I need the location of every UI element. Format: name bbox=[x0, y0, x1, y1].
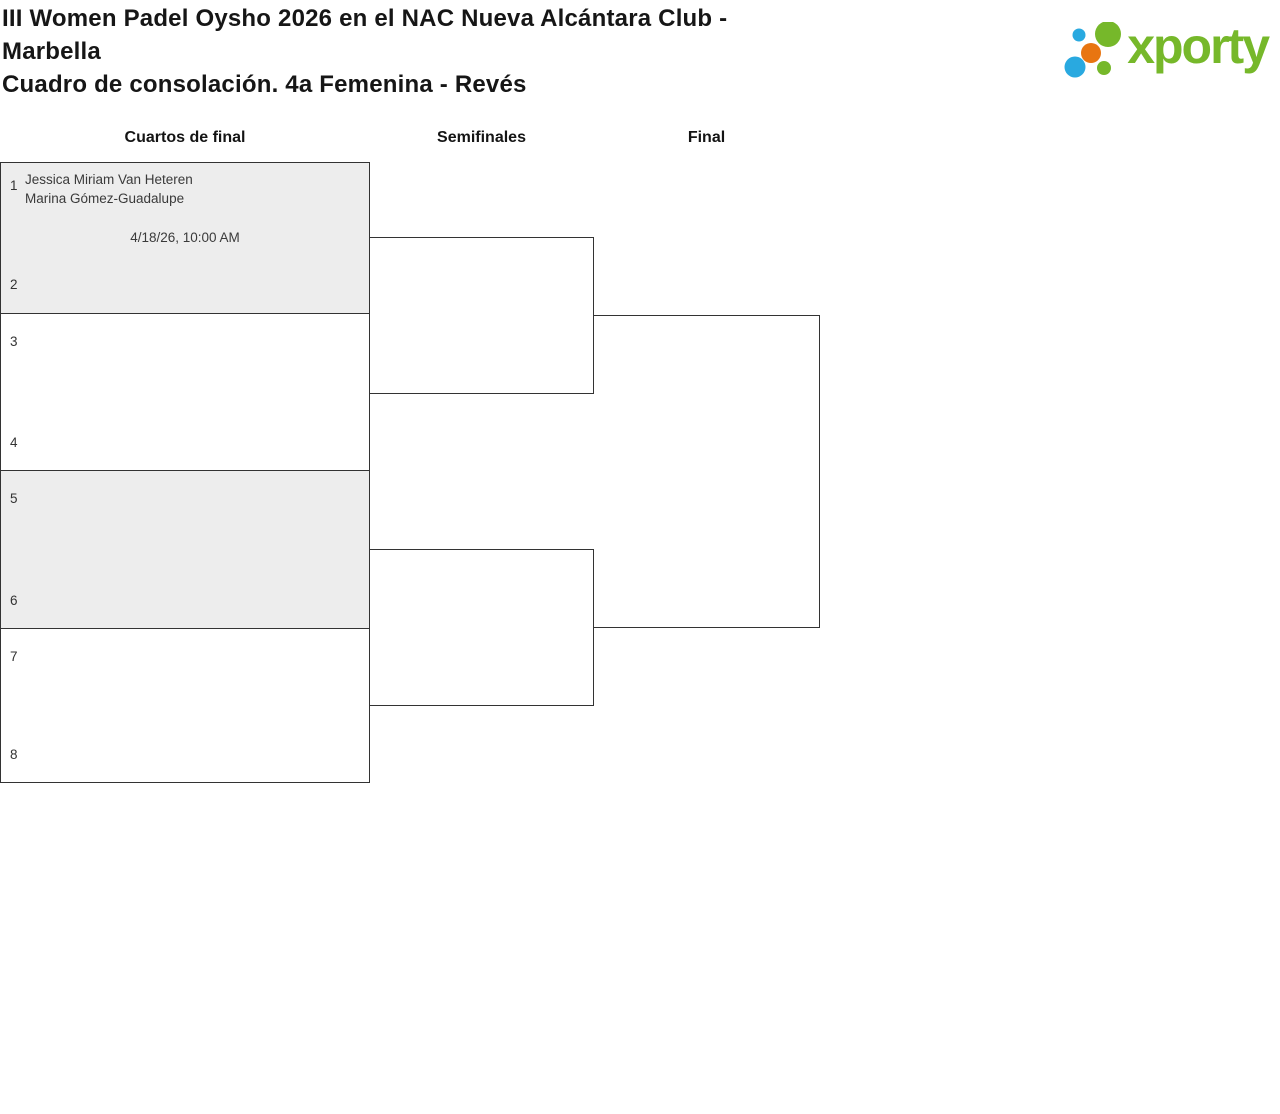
page-header: III Women Padel Oysho 2026 en el NAC Nue… bbox=[2, 2, 792, 101]
player-name: Jessica Miriam Van Heteren bbox=[25, 172, 193, 187]
match-datetime: 4/18/26, 10:00 AM bbox=[130, 230, 240, 245]
match-box-qf4[interactable]: 7 8 bbox=[0, 628, 370, 783]
xporty-logo[interactable]: xporty bbox=[1061, 16, 1270, 80]
seed-number: 3 bbox=[10, 334, 18, 349]
seed-number: 7 bbox=[10, 649, 18, 664]
team-names[interactable]: Jessica Miriam Van Heteren Marina Gómez-… bbox=[25, 171, 193, 208]
seed-number: 6 bbox=[10, 593, 18, 608]
match-box-qf3[interactable]: 5 6 bbox=[0, 470, 370, 629]
xporty-wordmark: xporty bbox=[1127, 18, 1270, 74]
seed-number: 1 bbox=[10, 178, 18, 193]
final-box bbox=[593, 315, 820, 628]
semifinal-1-box bbox=[369, 237, 594, 394]
match-box-qf2[interactable]: 3 4 bbox=[0, 313, 370, 471]
player-name: Marina Gómez-Guadalupe bbox=[25, 190, 185, 206]
page-title: III Women Padel Oysho 2026 en el NAC Nue… bbox=[2, 5, 728, 65]
round-header-quarterfinals: Cuartos de final bbox=[124, 129, 246, 146]
round-header-final: Final bbox=[687, 129, 726, 146]
semifinal-2-box bbox=[369, 549, 594, 706]
tournament-bracket: Cuartos de final Semifinales Final 1 Jes… bbox=[0, 129, 820, 783]
seed-number: 8 bbox=[10, 747, 18, 762]
seed-number: 4 bbox=[10, 435, 18, 450]
xporty-logo-dots-icon bbox=[1064, 22, 1122, 78]
page-subtitle: Cuadro de consolación. 4a Femenina - Rev… bbox=[2, 71, 527, 98]
seed-number: 2 bbox=[10, 277, 18, 292]
round-header-semifinals: Semifinales bbox=[437, 129, 526, 146]
match-box-qf1[interactable]: 1 Jessica Miriam Van Heteren Marina Góme… bbox=[0, 162, 370, 314]
seed-number: 5 bbox=[10, 491, 18, 506]
